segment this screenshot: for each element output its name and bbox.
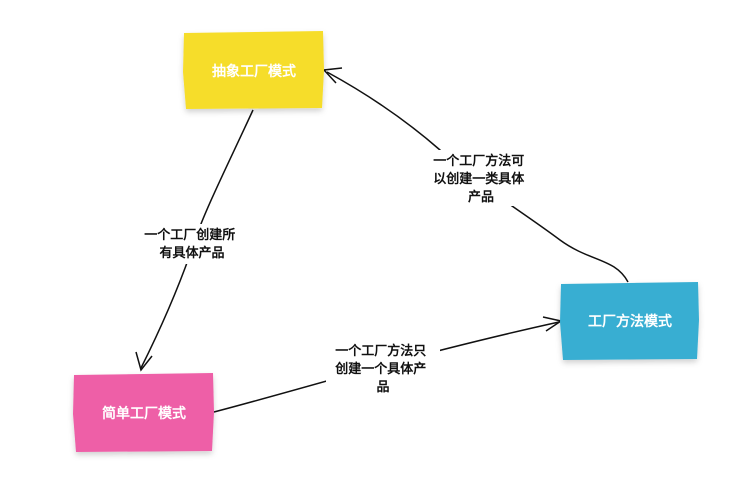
node-simple-factory[interactable]: 简单工厂模式 <box>73 373 214 452</box>
node-factory-method-box <box>560 282 699 360</box>
edge-label-simple-to-factory-method: 一个工厂方法只 创建一个具体产 品 <box>334 343 431 395</box>
node-factory-method-label: 工厂方法模式 <box>588 313 672 330</box>
edge-label-bg-factory-method-to-abstract <box>426 150 534 206</box>
edge-label-bg-simple-to-factory-method <box>326 340 440 396</box>
node-simple-factory-box <box>73 373 214 452</box>
node-abstract-factory[interactable]: 抽象工厂模式 <box>183 31 324 109</box>
node-simple-factory-label: 简单工厂模式 <box>102 405 186 422</box>
node-factory-method[interactable]: 工厂方法模式 <box>560 282 699 360</box>
node-abstract-factory-box <box>183 31 324 109</box>
edge-label-abstract-to-simple: 一个工厂创建所 有具体产品 <box>144 227 240 261</box>
edge-abstract-to-simple-arrowhead <box>135 351 153 372</box>
node-abstract-factory-label: 抽象工厂模式 <box>212 63 296 80</box>
edge-label-bg-abstract-to-simple <box>138 224 246 264</box>
edge-label-factory-method-to-abstract: 一个工厂方法可 以创建一类具体 产品 <box>433 153 529 205</box>
